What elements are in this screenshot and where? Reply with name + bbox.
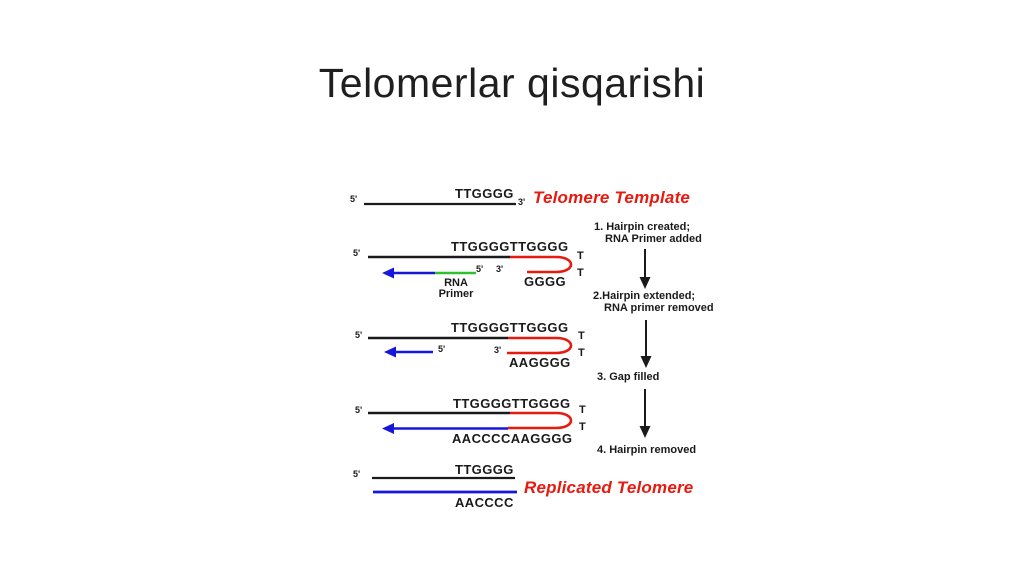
step2-down-arrowhead-icon [640,356,652,368]
row5-bottom-sequence: AACCCC [455,495,514,510]
row3-hairpin-loop [507,336,573,355]
page-title: Telomerlar qisqarishi [318,60,706,106]
row3-loop-base-t-top: T [578,330,585,342]
row4-hairpin-loop [508,411,573,430]
row2-bottom-sequence: GGGG [524,274,567,289]
row4-top-sequence: TTGGGGTTGGGG [453,396,571,411]
row3-five-prime-label: 5' [355,330,363,340]
rna-primer-label: RNA Primer [426,278,486,300]
row2-five-prime-label: 5' [353,248,361,258]
row2-primer-five-prime-label: 5' [476,264,484,274]
row2-top-sequence: TTGGGGTTGGGG [451,239,569,254]
row1-top-sequence: TTGGGG [455,186,514,201]
row2-hairpin-loop [510,255,573,274]
rna-primer-label-line2: Primer [438,288,474,300]
row4-bottom-sequence: AACCCCAAGGGG [452,431,573,446]
row4-loop-base-t-top: T [579,404,586,416]
row5-top-sequence: TTGGGG [455,462,514,477]
row1-three-prime-label: 3' [518,197,526,207]
row4-loop-base-t-bottom: T [579,421,586,433]
step3-down-arrowhead-icon [639,426,651,438]
row3-three-prime-label: 3' [494,345,502,355]
row1-five-prime-label: 5' [350,194,358,204]
step1-caption-line1: 1. Hairpin created; [594,221,690,233]
telomere-template-label: Telomere Template [533,188,691,207]
row2-three-prime-label: 3' [496,264,504,274]
row2-left-arrowhead-icon [382,267,394,279]
row3-bottom-sequence: AAGGGG [509,355,571,370]
row5-five-prime-label: 5' [353,469,361,479]
step2-caption: 2.Hairpin extended; RNA primer removed [593,290,714,314]
row3-left-arrowhead-icon [384,346,396,358]
step3-caption: 3. Gap filled [597,371,660,383]
step2-caption-line2: RNA primer removed [604,302,714,314]
step1-caption: 1. Hairpin created; RNA Primer added [594,221,702,245]
row3-loop-base-t-bottom: T [578,347,585,359]
row2-loop-base-t-top: T [577,250,584,262]
replicated-telomere-label: Replicated Telomere [524,478,694,497]
step1-caption-line2: RNA Primer added [605,233,702,245]
step4-caption: 4. Hairpin removed [597,444,697,456]
rna-primer-label-line1: RNA [444,277,468,289]
row2-loop-base-t-bottom: T [577,267,584,279]
row3-top-sequence: TTGGGGTTGGGG [451,320,569,335]
step2-caption-line1: 2.Hairpin extended; [593,290,696,302]
step1-down-arrowhead-icon [639,277,651,289]
row3-arrow-five-prime-label: 5' [438,344,446,354]
row4-left-arrowhead-icon [382,423,394,434]
row4-five-prime-label: 5' [355,405,363,415]
